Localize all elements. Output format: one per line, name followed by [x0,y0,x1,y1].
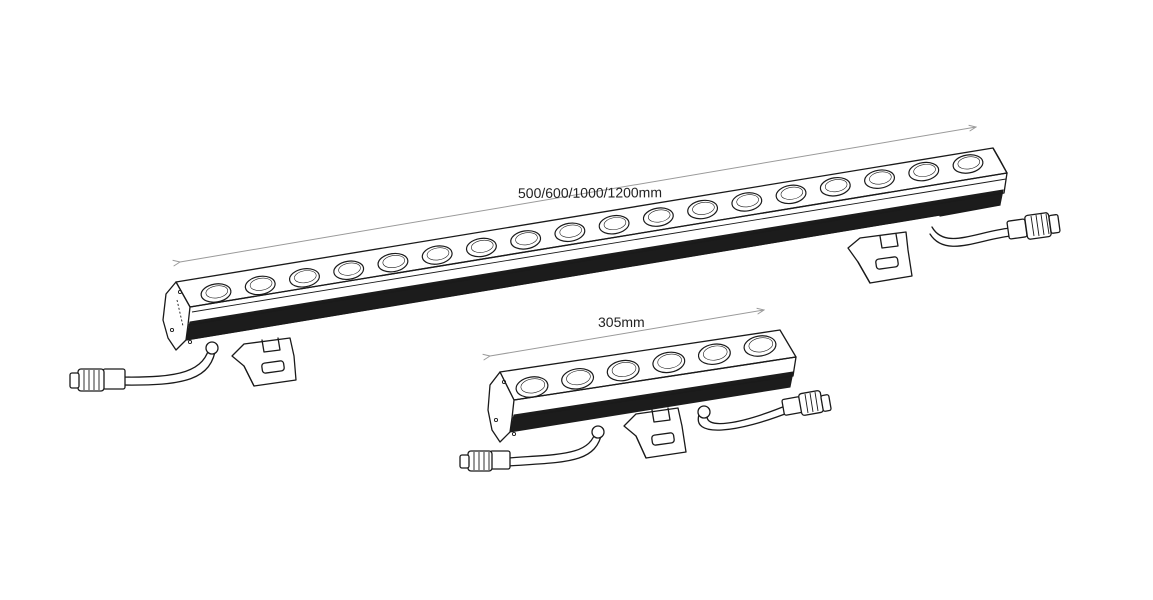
long-bar-lens-inner [471,239,494,253]
short-bar-lens-inner [703,345,728,361]
long-bar-lens [465,237,497,258]
short-length-label: 305mm [598,314,645,330]
long-lens-row [200,154,984,303]
long-led-bar: 500/600/1000/1200mm [69,127,1061,392]
long-right-bracket [847,231,913,284]
long-left-cable [69,341,219,392]
long-bar-lens [687,199,719,220]
long-right-cable [929,212,1061,247]
long-bar-lens-inner [913,163,936,177]
long-bar-lens-inner [338,262,361,276]
long-bar-lens [908,161,940,182]
long-bar-lens-inner [957,156,981,170]
short-bar-body [487,329,797,443]
long-bar-lens [510,230,542,250]
long-bar-lens-inner [603,217,627,231]
long-bar-lens-inner [205,285,229,299]
long-bar-lens-inner [692,201,715,215]
short-dimension-arrow [490,310,764,356]
long-bar-lens-inner [824,179,848,193]
long-bar-lens [819,176,851,197]
long-bar-lens [200,283,232,303]
long-bar-lens-inner [736,194,759,208]
short-led-bar: 305mm [459,310,832,472]
short-bar-lens-inner [566,370,591,386]
long-bar-lens [598,214,630,235]
long-bar-lens-inner [515,232,538,246]
long-bar-lens [377,252,409,273]
short-left-cable [459,425,605,472]
long-left-bracket [231,337,297,387]
long-bar-lens [244,275,276,296]
long-bar-lens [775,184,807,205]
long-bar-lens [554,222,586,243]
long-bar-lens [288,268,320,288]
short-right-cable [697,390,832,431]
long-bar-lens-inner [647,209,671,223]
short-bar-lens-inner [748,337,774,353]
long-bar-body [162,147,1008,351]
short-bracket [623,407,687,459]
long-bar-lens-inner [869,171,892,185]
long-bar-lens [333,260,365,281]
long-bar-lens-inner [382,255,405,268]
short-bar-lens-inner [611,361,637,377]
long-bar-lens-inner [426,247,450,261]
long-bar-lens [864,169,896,189]
short-bar-lens-inner [520,378,546,394]
long-bar-lens-inner [559,224,582,238]
long-bar-lens-inner [249,277,273,291]
long-bar-lens [421,245,453,265]
short-bar-lens-inner [657,353,682,369]
long-dimension-arrow [180,127,976,262]
short-lens-row [515,335,777,398]
long-bar-lens-inner [780,186,804,200]
long-bar-lens [952,154,984,174]
long-bar-lens [731,192,763,212]
long-bar-lens [642,207,674,227]
long-bar-lens-inner [294,270,317,284]
long-length-label: 500/600/1000/1200mm [518,184,662,201]
